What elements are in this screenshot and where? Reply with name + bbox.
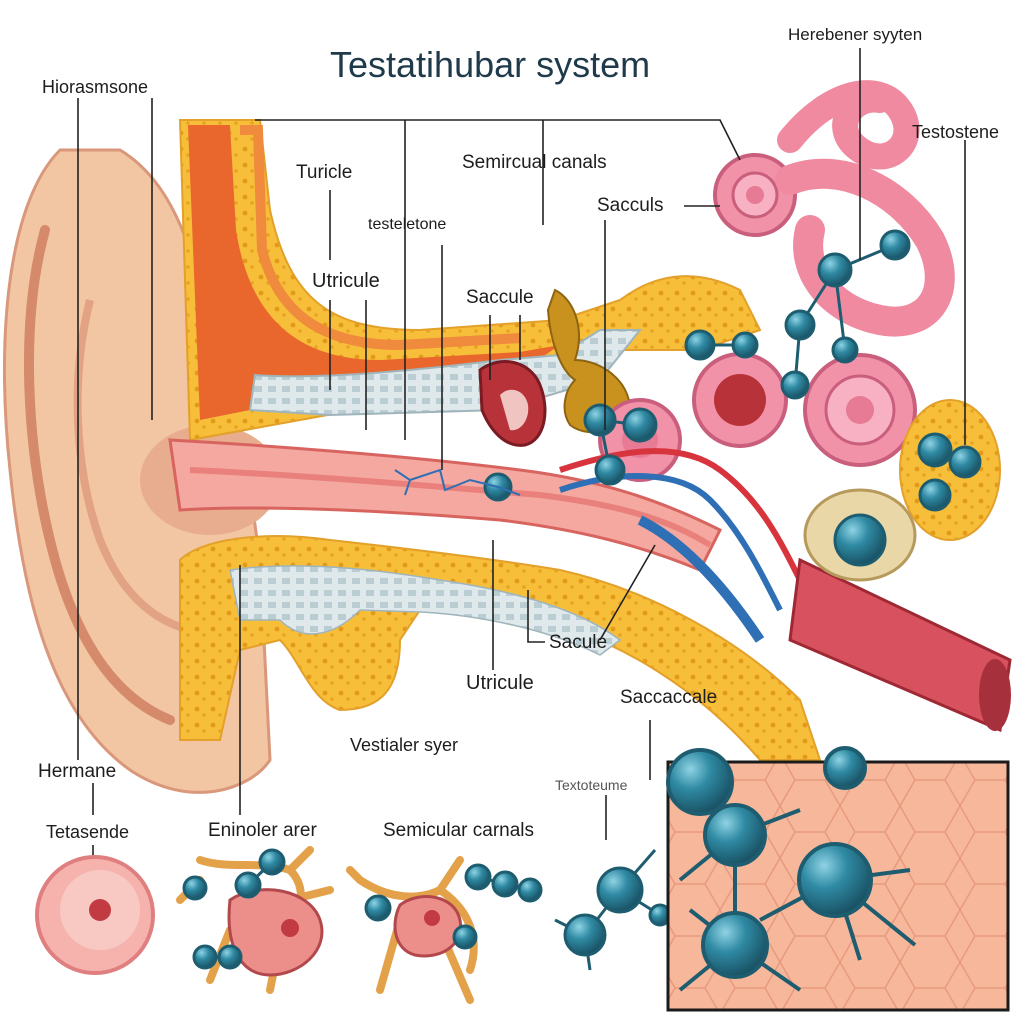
- label-saccule-upper: Saccule: [466, 287, 534, 308]
- ear-canal-upper: [178, 119, 762, 442]
- molecule-cluster-bottom: [554, 849, 672, 971]
- label-turicle: Turicle: [296, 162, 353, 183]
- label-saccculs: Sacculs: [597, 195, 664, 216]
- label-top-right: Herebener syyten: [788, 25, 923, 44]
- label-vestialer: Vestialer syer: [350, 735, 459, 755]
- label-saccaccale: Saccaccale: [620, 687, 718, 708]
- ear-canal-tube: [168, 438, 723, 572]
- label-textoteume: Textoteume: [555, 777, 628, 793]
- label-utricule-lower: Utricule: [466, 672, 534, 694]
- temporal-bone: [899, 399, 1001, 541]
- label-tetasende: Tetasende: [46, 822, 130, 842]
- neuron-cluster-2: [346, 856, 543, 1004]
- cochlea: [598, 80, 955, 482]
- label-semicular: Semicular carnals: [383, 820, 534, 841]
- label-semicircular-canals: Semircual canals: [462, 152, 607, 173]
- neuron-cluster-1: [176, 846, 334, 994]
- label-testeletone: testeletone: [368, 216, 447, 233]
- molecule-network-canal: [394, 468, 521, 496]
- label-utricule-upper: Utricule: [312, 270, 380, 292]
- label-top-left: Hiorasmsone: [42, 77, 149, 97]
- ear-canal-lower: [179, 535, 822, 761]
- inset-panel: [666, 746, 1010, 1012]
- tissue-disc: [35, 855, 155, 975]
- label-eninoler: Eninoler arer: [208, 820, 317, 841]
- label-sacule-lower: Sacule: [549, 632, 608, 653]
- diagram-title: Testatihubar system: [330, 44, 651, 85]
- label-hermane: Hermane: [38, 761, 117, 782]
- label-top-right-2: Testostene: [912, 122, 1000, 142]
- molecule-cluster-upper: [483, 229, 982, 567]
